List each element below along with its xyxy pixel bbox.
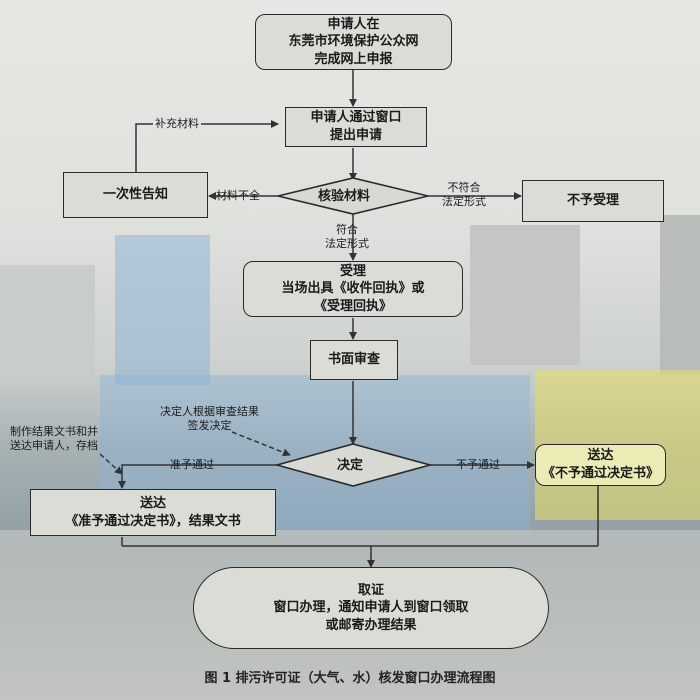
label-conforming: 符合 法定形式 (325, 223, 369, 252)
label-not-pass: 不予通过 (456, 458, 500, 471)
label-decider-note-line2: 签发决定 (187, 419, 232, 433)
node-deliver-fail: 送达 《不予通过决定书》 (535, 444, 666, 486)
decision-diamond (273, 443, 434, 487)
label-make-docs-line1: 制作结果文书和并 (10, 425, 98, 438)
background-tower (660, 215, 700, 375)
node-accept-line2: 当场出具《收件回执》或 (281, 281, 425, 297)
label-conforming-line1: 符合 (336, 223, 358, 236)
label-supplement: 补充材料 (153, 117, 201, 132)
label-conforming-line2: 法定形式 (325, 237, 369, 251)
node-deliver-fail-line1: 送达 (587, 448, 614, 464)
node-decision-label: 决定 (337, 458, 364, 473)
node-apply-online-line1: 申请人在 (327, 16, 380, 32)
node-notify-once: 一次性告知 (63, 172, 208, 218)
arrow-decision-to-pass (118, 464, 277, 489)
verify-diamond (277, 177, 429, 215)
label-approve: 准予通过 (170, 458, 214, 471)
label-make-docs-line2: 送达申请人，存档 (10, 439, 98, 453)
label-nonconforming: 不符合 法定形式 (442, 181, 486, 210)
node-written-review-label: 书面审查 (327, 352, 380, 368)
node-collect-line3: 或邮寄办理结果 (325, 617, 417, 633)
node-deliver-fail-line2: 《不予通过决定书》 (541, 466, 659, 481)
label-make-docs: 制作结果文书和并 送达申请人，存档 (10, 425, 98, 454)
node-collect-line1: 取证 (357, 582, 384, 598)
background-building-right (470, 225, 580, 365)
node-window-submit-line2: 提出申请 (329, 128, 382, 143)
node-deliver-pass-line2: 《准予通过决定书》，结果文书 (65, 513, 241, 529)
node-apply-online-line2: 东莞市环境保护公众网 (288, 34, 419, 50)
node-collect-line2: 窗口办理，通知申请人到窗口领取 (273, 600, 469, 616)
node-collect: 取证 窗口办理，通知申请人到窗口领取 或邮寄办理结果 (193, 567, 549, 649)
dashed-decider-note (231, 431, 291, 457)
label-decider-note-line1: 决定人根据审查结果 (160, 405, 259, 418)
node-window-submit-line1: 申请人通过窗口 (310, 110, 402, 126)
node-notify-once-label: 一次性告知 (102, 187, 168, 203)
node-accept-line1: 受理 (339, 263, 366, 279)
figure-caption: 图 1 排污许可证（大气、水）核发窗口办理流程图 (204, 671, 496, 686)
dashed-make-docs (99, 453, 123, 475)
background-blue-panel (115, 235, 210, 385)
label-incomplete: 材料不全 (216, 189, 260, 202)
background-building-left (0, 265, 95, 375)
label-nonconforming-line2: 法定形式 (442, 195, 486, 209)
node-verify-label: 核验材料 (318, 189, 371, 204)
node-accept-line3: 《受理回执》 (313, 298, 392, 314)
node-deliver-pass: 送达 《准予通过决定书》，结果文书 (30, 489, 276, 536)
node-apply-online: 申请人在 东莞市环境保护公众网 完成网上申报 (255, 14, 452, 70)
node-reject-accept: 不予受理 (522, 180, 664, 222)
node-apply-online-line3: 完成网上申报 (314, 51, 393, 67)
node-deliver-pass-line1: 送达 (139, 495, 166, 511)
arrow-supplement-loop (135, 120, 279, 176)
node-written-review: 书面审查 (310, 340, 398, 380)
node-reject-accept-label: 不予受理 (566, 193, 619, 209)
node-accept: 受理 当场出具《收件回执》或 《受理回执》 (243, 261, 463, 317)
label-decider-note: 决定人根据审查结果 签发决定 (160, 405, 259, 434)
node-window-submit: 申请人通过窗口 提出申请 (285, 107, 427, 147)
label-nonconforming-line1: 不符合 (447, 181, 481, 194)
